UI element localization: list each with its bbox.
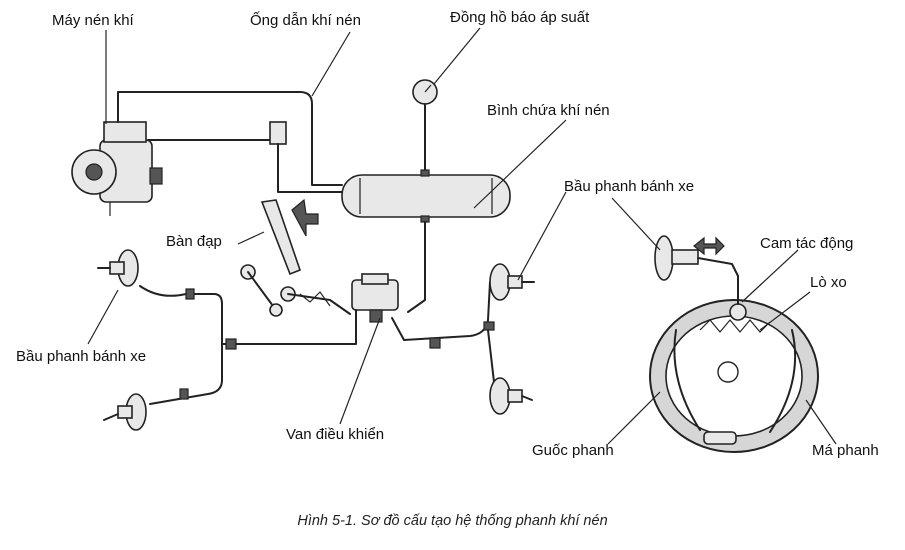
label-air-compressor: Máy nén khí: [52, 12, 134, 29]
leader-lines: [87, 27, 837, 445]
wheel-chamber-right-bottom: [489, 377, 533, 415]
label-air-line: Ống dẫn khí nén: [250, 12, 361, 29]
brake-pedal: [240, 198, 351, 317]
brake-drum: [649, 275, 819, 453]
label-pressure-gauge: Đồng hồ báo áp suất: [450, 9, 590, 26]
wheel-chamber-detail: [654, 235, 739, 281]
figure-caption: Hình 5-1. Sơ đồ cấu tạo hệ thống phanh k…: [297, 513, 608, 529]
label-wheel-chamber-right: Bầu phanh bánh xe: [564, 178, 695, 195]
label-spring: Lò xo: [810, 274, 847, 291]
label-actuating-cam: Cam tác động: [760, 235, 854, 252]
air-tank: [341, 169, 511, 313]
label-pedal: Bàn đạp: [166, 233, 222, 250]
wheel-chamber-right-top: [489, 263, 535, 301]
label-control-valve: Van điều khiển: [286, 426, 385, 443]
control-valve: [351, 273, 399, 323]
pressure-gauge: [412, 79, 438, 176]
air-line: [117, 91, 343, 193]
right-brake-lines: [391, 281, 495, 383]
air-compressor: [71, 121, 163, 216]
left-brake-lines: [139, 285, 357, 405]
wheel-chamber-left-top: [97, 249, 139, 287]
label-air-tank: Bình chứa khí nén: [487, 102, 610, 119]
label-brake-lining: Má phanh: [812, 442, 879, 459]
label-brake-shoe: Guốc phanh: [532, 442, 614, 459]
wheel-chamber-left-bottom: [103, 393, 147, 431]
label-wheel-chamber-left: Bầu phanh bánh xe: [16, 348, 147, 365]
